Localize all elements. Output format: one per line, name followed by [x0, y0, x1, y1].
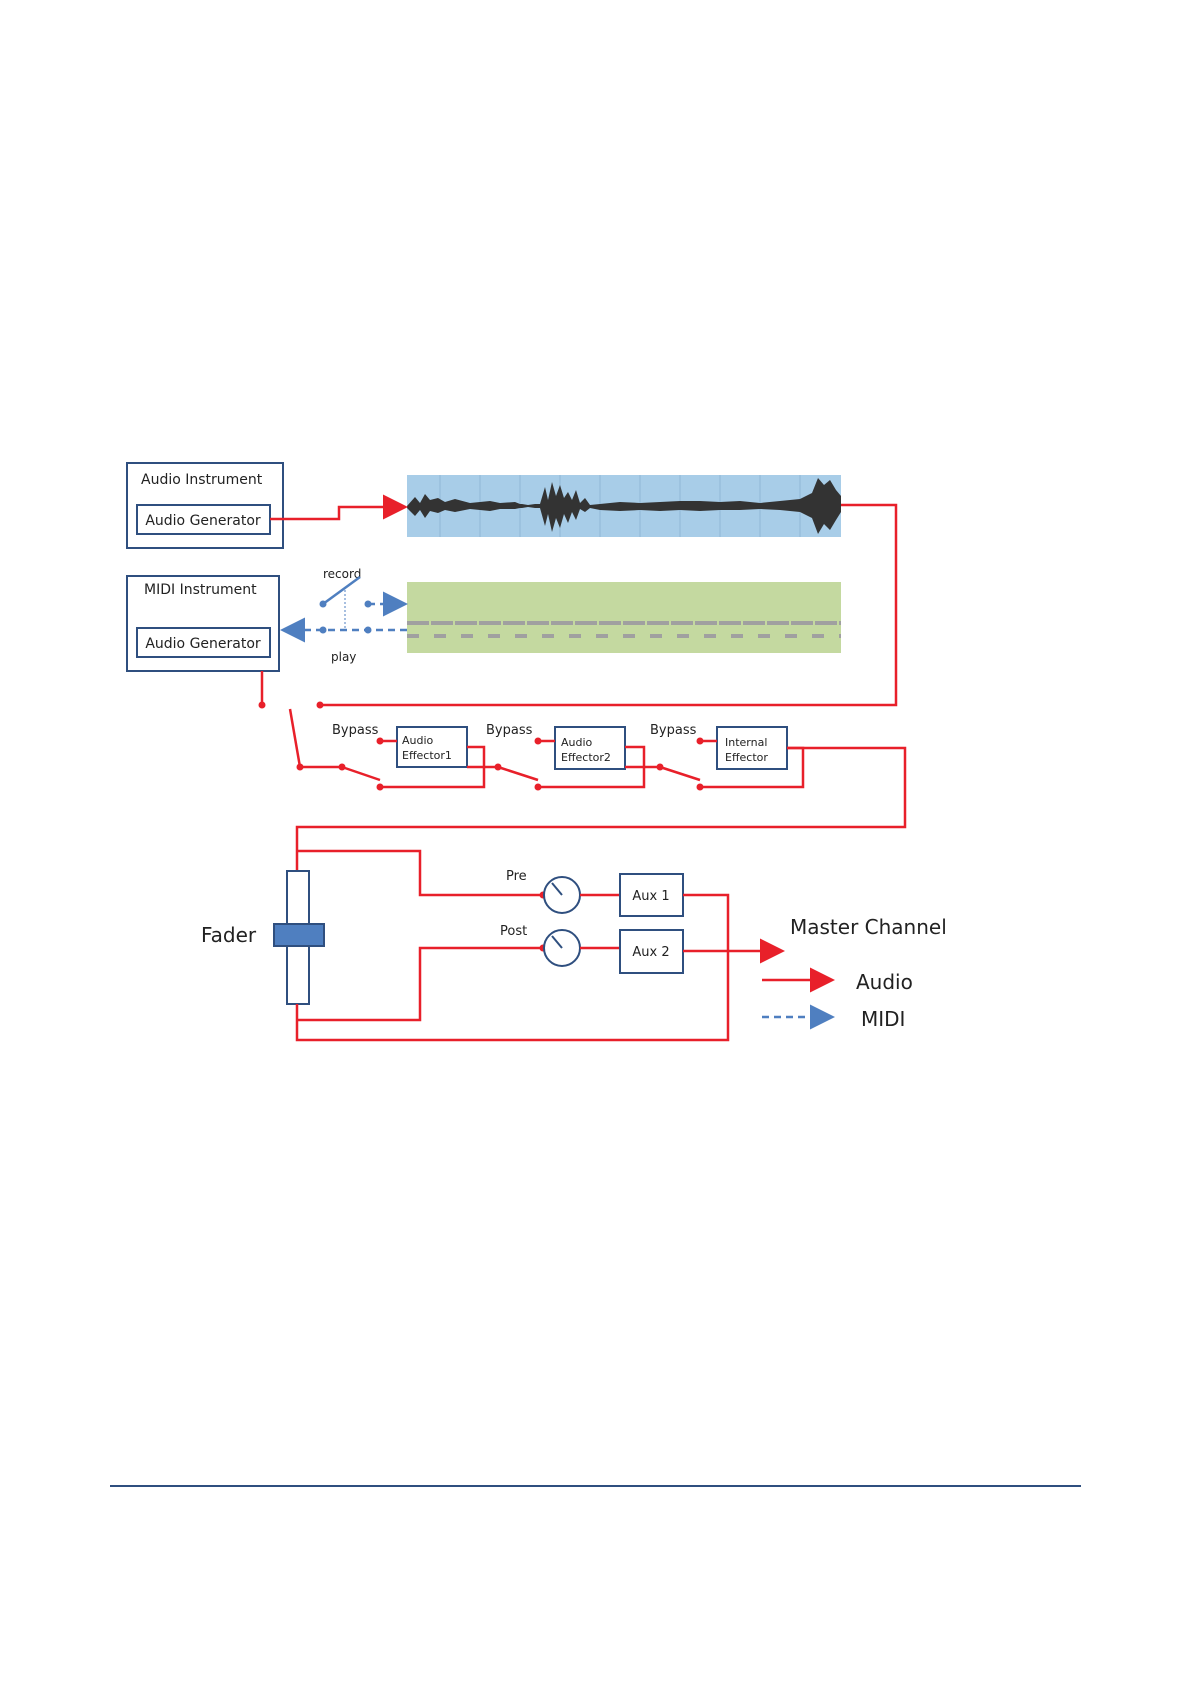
aux-1-label: Aux 1 — [632, 889, 669, 904]
midi-instrument-title: MIDI Instrument — [144, 582, 257, 598]
internal-effector-line1: Internal — [725, 736, 767, 749]
audio-effector-1-line1: Audio — [402, 734, 434, 747]
pre-label: Pre — [506, 869, 527, 884]
internal-effector-line2: Effector — [725, 751, 768, 764]
audio-effector-2-line1: Audio — [561, 736, 593, 749]
fader-handle — [274, 924, 324, 946]
audio-effector-2-line2: Effector2 — [561, 751, 611, 764]
audio-generator-label-1: Audio Generator — [145, 513, 261, 529]
bypass-label-3: Bypass — [650, 723, 697, 738]
legend-midi-label: MIDI — [861, 1007, 905, 1031]
audio-effector-1-line2: Effector1 — [402, 749, 452, 762]
legend: Audio MIDI — [762, 970, 913, 1031]
audio-instrument-title: Audio Instrument — [141, 472, 263, 488]
legend-audio-label: Audio — [856, 970, 913, 994]
bypass-label-2: Bypass — [486, 723, 533, 738]
play-label: play — [331, 650, 356, 664]
audio-generator-label-2: Audio Generator — [145, 636, 261, 652]
master-channel-label: Master Channel — [790, 915, 947, 939]
fader-label: Fader — [201, 923, 257, 947]
aux-2-label: Aux 2 — [632, 945, 669, 960]
post-label: Post — [500, 924, 527, 939]
bypass-label-1: Bypass — [332, 723, 379, 738]
midi-clip — [407, 582, 841, 653]
audio-clip — [407, 475, 841, 537]
